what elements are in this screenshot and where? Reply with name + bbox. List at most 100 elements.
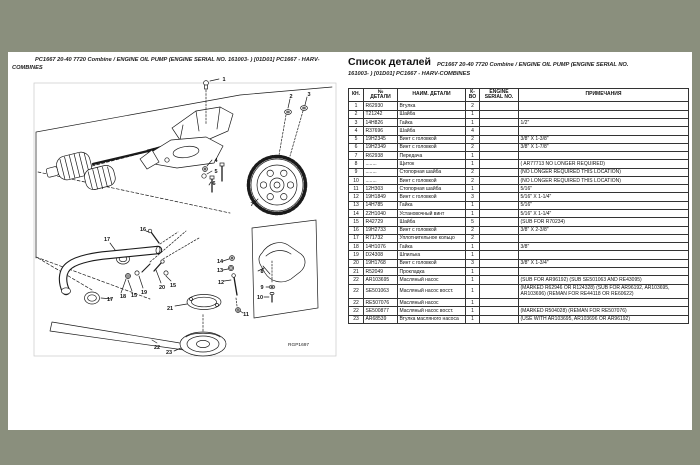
cell-note: (USE WITH AR103695, AR103696 OR AR96192): [518, 314, 689, 324]
cell-serial: [479, 225, 519, 235]
cell-name: Прокладка: [397, 266, 466, 277]
cell-note: [518, 266, 689, 277]
cell-serial: [479, 314, 519, 324]
header-qty: К- ВО: [465, 87, 480, 103]
cell-qty: 1: [465, 151, 480, 161]
cell-name: Винт с головкой: [397, 192, 466, 202]
cell-name: Щиток: [397, 159, 466, 169]
cell-note: [518, 297, 689, 308]
cell-part: AR103695: [363, 275, 398, 285]
callout-number: 14: [217, 259, 224, 265]
cell-part: AR68539: [363, 314, 398, 324]
left-page-header-line1: PC1667 20-40 7720 Combine / ENGINE OIL P…: [35, 57, 320, 63]
cell-name: Гайка: [397, 117, 466, 128]
cell-serial: [479, 184, 519, 194]
cell-part: 19H2733: [363, 225, 398, 235]
cell-part: 14H785: [363, 200, 398, 211]
cell-part: ........: [363, 159, 398, 169]
oil-hose: [58, 245, 163, 296]
cell-qty: 2: [465, 175, 480, 186]
callout-number: 12: [218, 280, 224, 286]
cell-part: 19H2349: [363, 142, 398, 153]
cell-note: 3/8" X 1-3/4": [518, 258, 689, 269]
cell-part: RE507076: [363, 297, 398, 308]
cell-qty: 3: [465, 192, 480, 202]
cell-kn: 15: [348, 217, 364, 227]
cell-qty: 1: [465, 200, 480, 211]
drive-gear: [246, 154, 308, 216]
cell-note: 5/16": [518, 184, 689, 194]
cell-qty: 2: [465, 233, 480, 244]
cell-kn: 6: [348, 142, 364, 153]
cell-kn: 18: [348, 242, 364, 252]
cell-qty: 1: [465, 117, 480, 128]
cell-serial: [479, 117, 519, 128]
header-part-name: НАИМ. ДЕТАЛИ: [397, 87, 466, 103]
cell-part: R42729: [363, 217, 398, 227]
callout-number: 3: [307, 92, 310, 98]
cell-kn: 22: [348, 297, 364, 308]
callout-number: 8: [260, 269, 263, 275]
cell-kn: 11: [348, 184, 364, 194]
cell-note: 3/8" X 1-7/8": [518, 142, 689, 153]
callout-number: 17: [107, 297, 113, 303]
cell-part: R37696: [363, 126, 398, 136]
header-remarks: ПРИМЕЧАНИЯ: [518, 87, 689, 103]
cell-serial: [479, 109, 519, 119]
cell-qty: 1: [465, 242, 480, 252]
cell-note: [518, 101, 689, 111]
cell-qty: 1: [465, 209, 480, 219]
cell-name: Гайка: [397, 242, 466, 252]
cell-name: Винт с головкой: [397, 258, 466, 269]
header-engine-serial: ENGINE SERIAL NO.: [479, 87, 519, 103]
cell-note: 5/16" X 1-1/4": [518, 192, 689, 202]
cell-qty: 2: [465, 225, 480, 235]
cell-part: R52049: [363, 266, 398, 277]
cell-serial: [479, 297, 519, 308]
cell-kn: 8: [348, 159, 364, 169]
cell-name: Винт с головкой: [397, 225, 466, 235]
pump-gears: [45, 145, 165, 190]
cell-serial: [479, 209, 519, 219]
cell-part: R62930: [363, 101, 398, 111]
left-page-header-line2: COMBINES: [12, 65, 43, 71]
callout-number: 1: [222, 77, 225, 83]
cell-note: [518, 151, 689, 161]
cell-kn: 17: [348, 233, 364, 244]
cell-name: Шайба: [397, 126, 466, 136]
cell-kn: 12: [348, 192, 364, 202]
cell-qty: 2: [465, 167, 480, 177]
cell-qty: 2: [465, 142, 480, 153]
cell-serial: [479, 142, 519, 153]
cell-note: [518, 250, 689, 260]
cell-qty: 1: [465, 109, 480, 119]
cell-qty: 1: [465, 250, 480, 260]
callout-number: 10: [257, 295, 263, 301]
cell-serial: [479, 233, 519, 244]
callout-number: 22: [154, 345, 160, 351]
callout-number: 18: [120, 294, 126, 300]
cell-part: 14H826: [363, 117, 398, 128]
cell-serial: [479, 275, 519, 285]
cell-qty: 5: [465, 217, 480, 227]
cell-serial: [479, 266, 519, 277]
cell-part: R62938: [363, 151, 398, 161]
table-header-row: КН. № ДЕТАЛИ НАИМ. ДЕТАЛИ К- ВО ENGINE S…: [348, 87, 689, 103]
cell-part: 19H1768: [363, 258, 398, 269]
cell-note: [518, 126, 689, 136]
cell-note: (MARKED R504028) (REMAN FOR RE507076): [518, 306, 689, 316]
cell-name: Масляный насос восст.: [397, 283, 466, 299]
